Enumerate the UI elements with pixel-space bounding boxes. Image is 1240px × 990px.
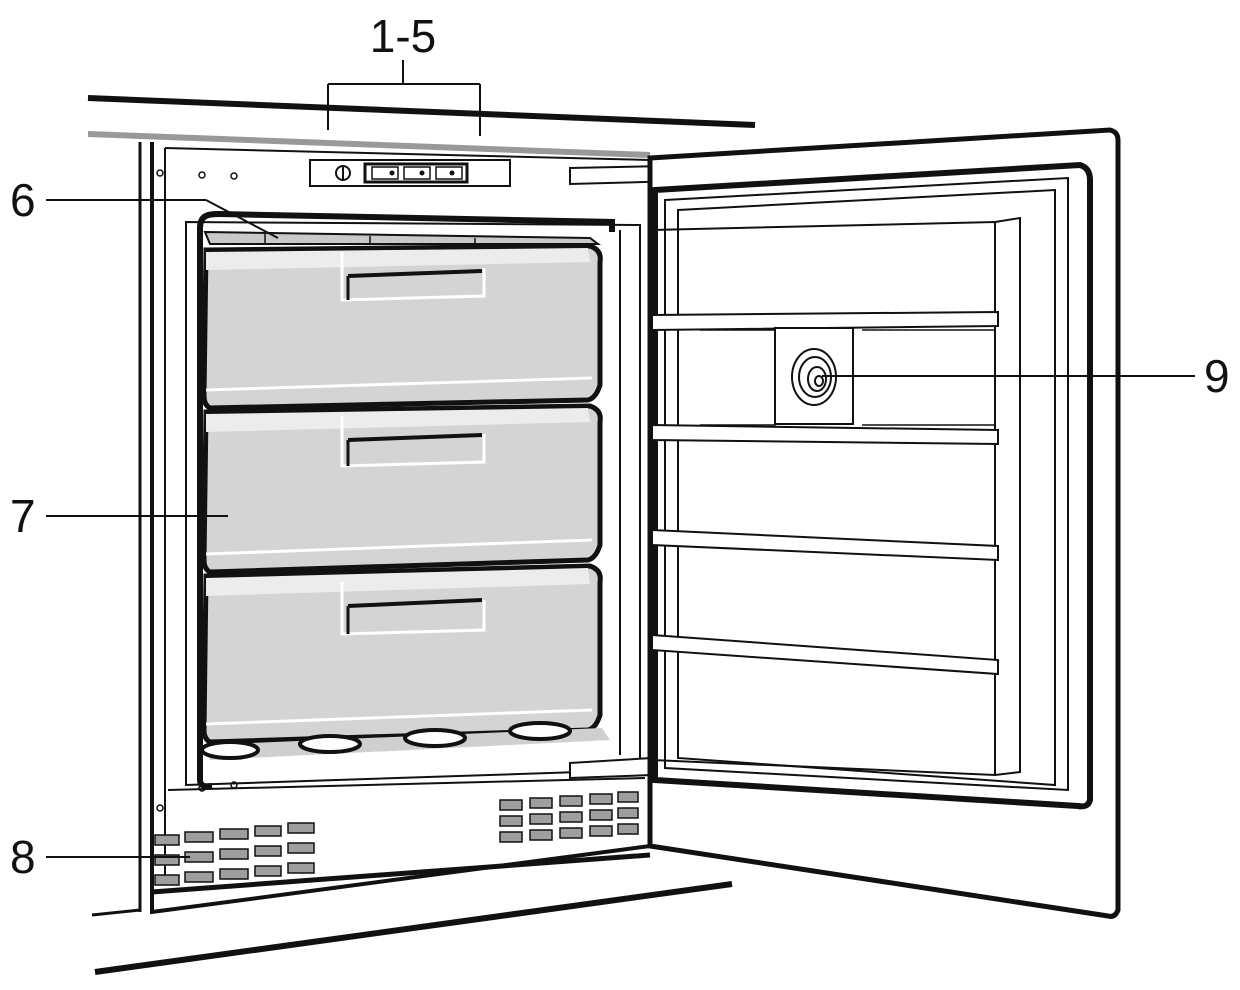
freezer-door	[647, 127, 1121, 919]
door-shelves	[651, 310, 999, 676]
installation-lines	[87, 95, 756, 975]
callout-label-8: 8	[10, 831, 36, 883]
screw-hole	[230, 172, 238, 180]
indicator-light-icon	[419, 170, 425, 176]
vent-left	[154, 822, 315, 886]
screw-hole	[156, 804, 164, 812]
control-panel	[309, 159, 511, 187]
callout-label-7: 7	[10, 490, 36, 542]
freezer-flap	[197, 210, 615, 245]
leader-6-diag	[205, 199, 279, 239]
ventilation-grille	[151, 791, 651, 895]
drawer-foot	[298, 734, 362, 754]
callout-label-1-5: 1-5	[370, 10, 436, 62]
callout-label-6: 6	[10, 174, 36, 226]
drawer-foot	[403, 728, 467, 748]
drawer-foot	[200, 740, 260, 760]
indicator-light-icon	[449, 170, 455, 176]
vent-right	[499, 791, 639, 843]
drawer-middle	[201, 403, 603, 575]
freezer-drawers	[197, 228, 610, 790]
drawer-bottom	[201, 563, 603, 745]
screw-hole	[230, 781, 238, 789]
screw-hole	[198, 171, 206, 179]
drawer-foot	[508, 721, 572, 741]
leader-lines	[46, 199, 1195, 858]
drawer-top	[201, 243, 603, 411]
indicator-light-icon	[389, 170, 395, 176]
callout-label-9: 9	[1204, 350, 1230, 402]
callout-bracket-1-5	[327, 60, 481, 136]
screw-hole	[156, 169, 164, 177]
